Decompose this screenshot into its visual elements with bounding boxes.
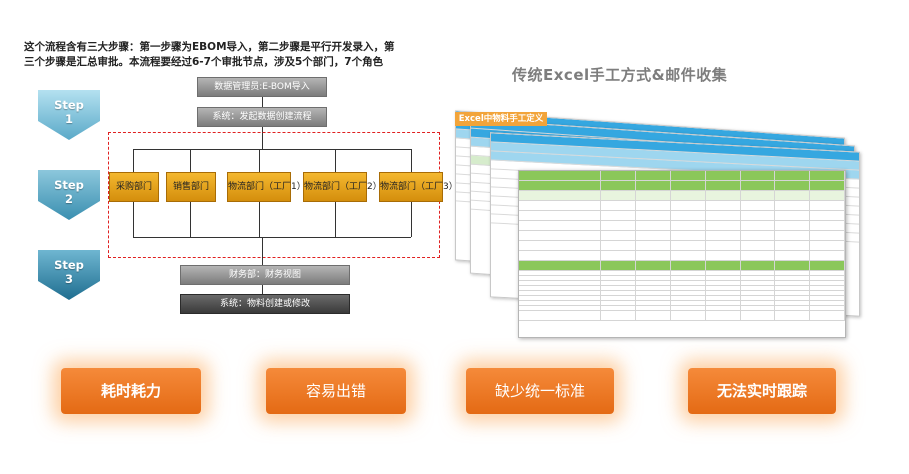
finance-view-box: 财务部：财务视图 [180,265,350,285]
step-3-label: Step [54,258,84,272]
merge-line [133,237,411,238]
dept-purchasing: 采购部门 [109,172,159,202]
problem-error-prone: 容易出错 [266,368,406,414]
step-3-number: 3 [64,272,73,286]
connector [262,127,263,149]
connector [190,202,191,237]
problem-no-standard: 缺少统一标准 [466,368,614,414]
connector [335,149,336,172]
connector [190,149,191,172]
connector [259,202,260,237]
connector [133,149,134,172]
step-1-label: Step [54,98,84,112]
connector [262,285,263,294]
connector [259,149,260,172]
step-2-label: Step [54,178,84,192]
dept-sales: 销售部门 [166,172,216,202]
connector [133,202,134,237]
system-create-box: 系统：物料创建或修改 [180,294,350,314]
connector [262,97,263,107]
dept-logistics-factory-2: 物流部门（工厂2） [303,172,382,202]
excel-sheet-front [518,170,846,338]
right-title: 传统Excel手工方式&邮件收集 [512,66,728,84]
step-3-arrow: Step 3 [38,250,100,300]
connector [262,237,263,265]
dept-logistics-factory-3: 物流部门（工厂3） [379,172,458,202]
problem-time-consuming: 耗时耗力 [61,368,201,414]
connector [411,149,412,172]
step-2-number: 2 [64,192,73,206]
branch-line [133,149,411,150]
problem-no-tracking: 无法实时跟踪 [688,368,836,414]
intro-text: 这个流程含有三大步骤：第一步骤为EBOM导入，第二步骤是平行开发录入，第三个步骤… [24,41,395,68]
ebom-import-box: 数据管理员:E-BOM导入 [197,77,327,97]
dept-logistics-factory-1: 物流部门（工厂1） [227,172,306,202]
connector [335,202,336,237]
excel-label: Excel中物料手工定义 [455,112,547,126]
step-1-number: 1 [64,112,73,126]
system-start-box: 系统：发起数据创建流程 [197,107,327,127]
step-1-arrow: Step 1 [38,90,100,140]
connector [411,202,412,237]
step-2-arrow: Step 2 [38,170,100,220]
